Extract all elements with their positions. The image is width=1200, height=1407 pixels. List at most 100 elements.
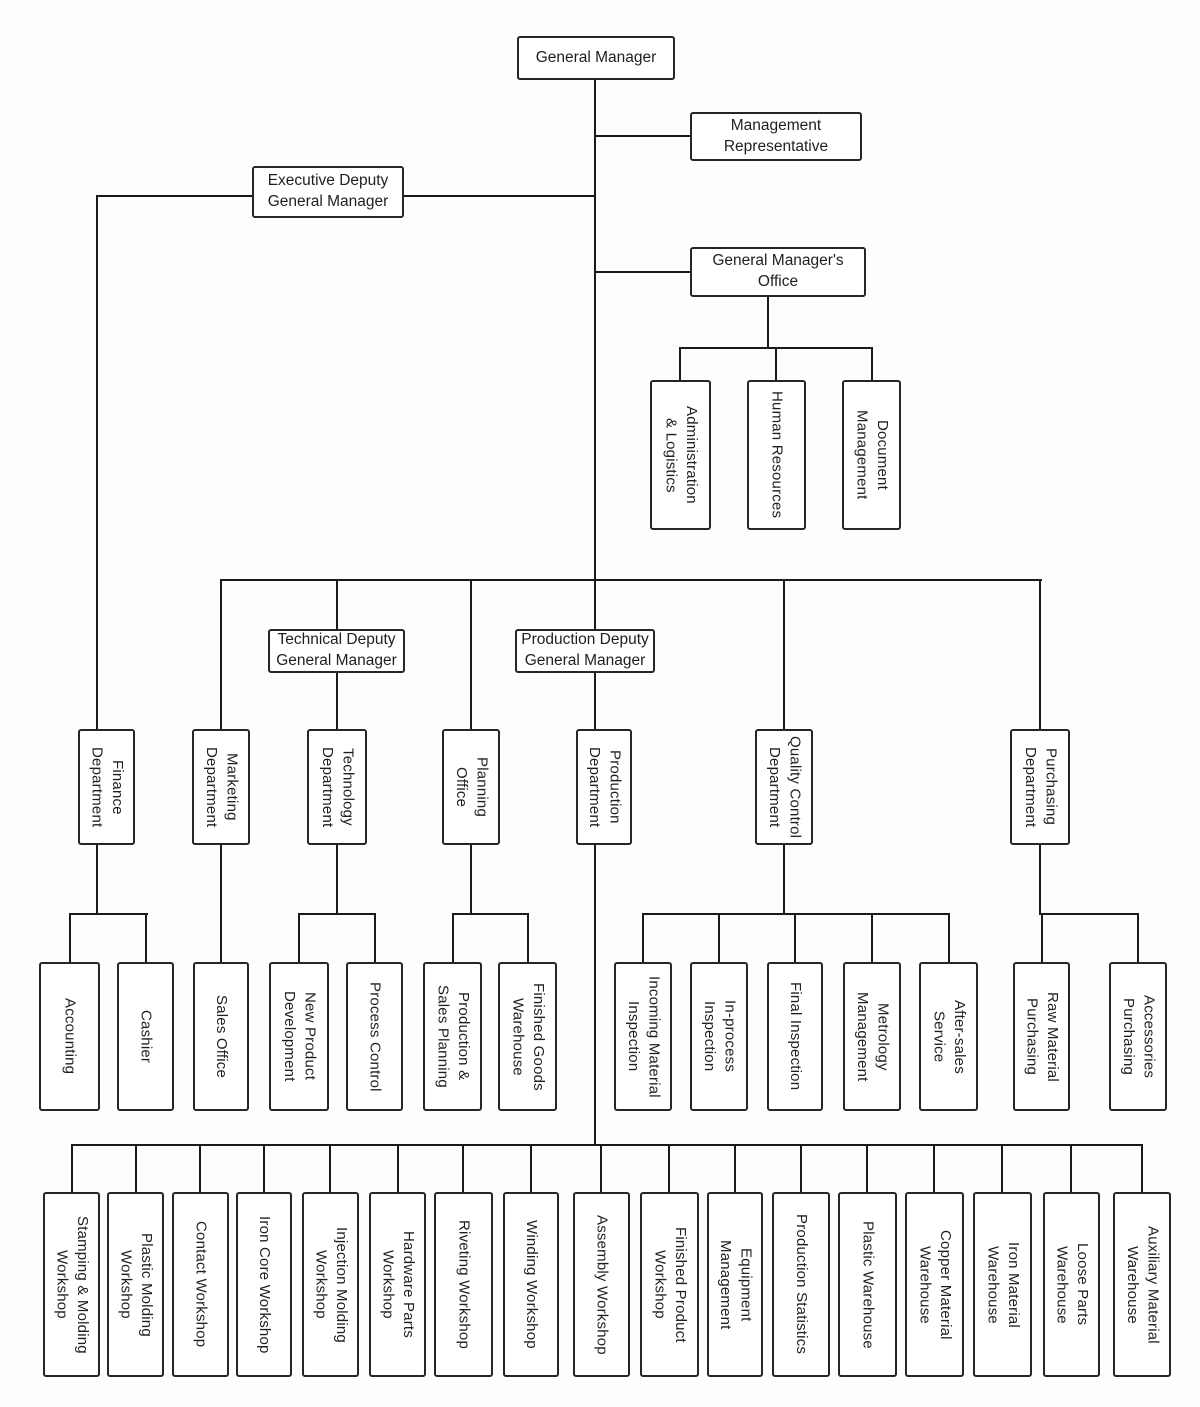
node-label: After-sales Service (930, 999, 968, 1074)
node-label: Stamping & Molding Workshop (53, 1215, 91, 1354)
node-stamping-molding-workshop: Stamping & Molding Workshop (43, 1192, 100, 1377)
node-label: Copper Material Warehouse (916, 1229, 954, 1340)
connector-drop-process (374, 913, 376, 962)
connector-trunk-mid (594, 673, 596, 729)
node-label: Iron Core Workshop (256, 1215, 274, 1354)
node-accessories-purchasing: Accessories Purchasing (1109, 962, 1167, 1111)
node-management-representative: Management Representative (690, 112, 862, 161)
node-label: Finished Product Workshop (651, 1226, 689, 1343)
node-label: Equipment Management (717, 1239, 755, 1330)
connector-exec-down (96, 195, 98, 729)
connector-purchasing-rail (1039, 913, 1139, 915)
node-label: Metrology Management (854, 991, 892, 1082)
connector-drop-tech-deputy (336, 579, 338, 629)
node-label: Sales Office (213, 995, 231, 1078)
node-label: Finance Department (88, 746, 126, 828)
node-label: Loose Parts Warehouse (1053, 1243, 1091, 1326)
node-production-department: Production Department (576, 729, 632, 845)
connector-quality-rail (642, 913, 950, 915)
connector-drop-inprocess (718, 913, 720, 962)
connector-exec-left (96, 195, 252, 197)
connector-purchasing-stem (1039, 845, 1041, 915)
node-in-process-inspection: In-process Inspection (690, 962, 748, 1111)
connector-quality-stem (783, 845, 785, 915)
connector-technology-rail (298, 913, 376, 915)
node-label: Assembly Workshop (593, 1214, 611, 1355)
node-finished-goods-warehouse: Finished Goods Warehouse (498, 962, 557, 1111)
node-label: Production Statistics (793, 1214, 811, 1355)
connector-workshop-drop (933, 1144, 935, 1192)
node-label: Hardware Parts Workshop (379, 1230, 417, 1338)
node-label: Administration & Logistics (662, 406, 700, 504)
connector-drop-aftersales (948, 913, 950, 962)
node-winding-workshop: Winding Workshop (503, 1192, 559, 1377)
node-purchasing-department: Purchasing Department (1010, 729, 1070, 845)
connector-workshop-drop (263, 1144, 265, 1192)
connector-workshop-drop (1001, 1144, 1003, 1192)
connector-finance-rail (69, 913, 148, 915)
connector-trunk-bottom (594, 845, 596, 1146)
node-label: Executive Deputy General Manager (267, 172, 389, 210)
connector-workshop-drop (734, 1144, 736, 1192)
node-label: Document Management (853, 410, 891, 500)
connector-workshop-drop (397, 1144, 399, 1192)
node-copper-material-warehouse: Copper Material Warehouse (905, 1192, 964, 1377)
node-sales-office: Sales Office (193, 962, 249, 1111)
node-administration-logistics: Administration & Logistics (650, 380, 711, 530)
connector-mgmt-rep (595, 135, 690, 137)
connector-planning-stem (470, 845, 472, 915)
node-production-statistics: Production Statistics (772, 1192, 830, 1377)
connector-drop-metrology (871, 913, 873, 962)
connector-office-drop (775, 347, 777, 380)
connector-workshop-drop (329, 1144, 331, 1192)
node-label: Accounting (61, 998, 79, 1075)
node-label: Injection Molding Workshop (312, 1226, 350, 1343)
connector-workshop-drop (135, 1144, 137, 1192)
node-label: Riveting Workshop (455, 1219, 473, 1349)
node-technology-department: Technology Department (307, 729, 367, 845)
node-label: Contact Workshop (192, 1221, 210, 1348)
connector-drop-sales (220, 845, 222, 962)
node-final-inspection: Final Inspection (767, 962, 823, 1111)
node-label: Technical Deputy General Manager (276, 631, 397, 669)
connector-office-drop (871, 347, 873, 380)
node-label: Winding Workshop (523, 1220, 541, 1349)
node-incoming-material-inspection: Incoming Material Inspection (614, 962, 672, 1111)
node-accounting: Accounting (39, 962, 100, 1111)
node-label: Auxiliary Material Warehouse (1124, 1225, 1162, 1344)
node-finance-department: Finance Department (78, 729, 135, 845)
node-label: Plastic Molding Workshop (117, 1232, 155, 1337)
node-label: Final Inspection (787, 982, 805, 1091)
connector-finance-stem (96, 845, 98, 915)
connector-office-drop (679, 347, 681, 380)
node-label: Management Representative (723, 116, 829, 155)
connector-workshop-drop (1141, 1144, 1143, 1192)
connector-drop-psp (452, 913, 454, 962)
node-label: Purchasing Department (1022, 746, 1060, 828)
node-assembly-workshop: Assembly Workshop (573, 1192, 630, 1377)
connector-workshop-drop (199, 1144, 201, 1192)
node-equipment-management: Equipment Management (707, 1192, 763, 1377)
connector-gm-office (595, 271, 690, 273)
connector-workshop-drop (668, 1144, 670, 1192)
node-production-sales-planning: Production & Sales Planning (423, 962, 482, 1111)
node-finished-product-workshop: Finished Product Workshop (640, 1192, 699, 1377)
connector-drop-purchasing (1039, 579, 1041, 729)
connector-drop-incoming (642, 913, 644, 962)
node-auxiliary-material-warehouse: Auxiliary Material Warehouse (1113, 1192, 1171, 1377)
connector-drop-marketing (220, 579, 222, 729)
node-cashier: Cashier (117, 962, 174, 1111)
connector-drop-rawmat (1041, 913, 1043, 962)
connector-drop-npd (298, 913, 300, 962)
connector-drop-accounting (69, 913, 71, 962)
node-label: Production Deputy General Manager (521, 631, 649, 669)
node-technical-deputy-gm: Technical Deputy General Manager (268, 629, 405, 673)
node-label: In-process Inspection (701, 1000, 739, 1073)
node-riveting-workshop: Riveting Workshop (434, 1192, 493, 1377)
node-label: New Product Development (281, 991, 319, 1082)
connector-drop-planning (470, 579, 472, 729)
node-label: Technology Department (319, 746, 357, 828)
node-metrology-management: Metrology Management (843, 962, 901, 1111)
connector-drop-quality (783, 579, 785, 729)
connector-workshop-drop (866, 1144, 868, 1192)
